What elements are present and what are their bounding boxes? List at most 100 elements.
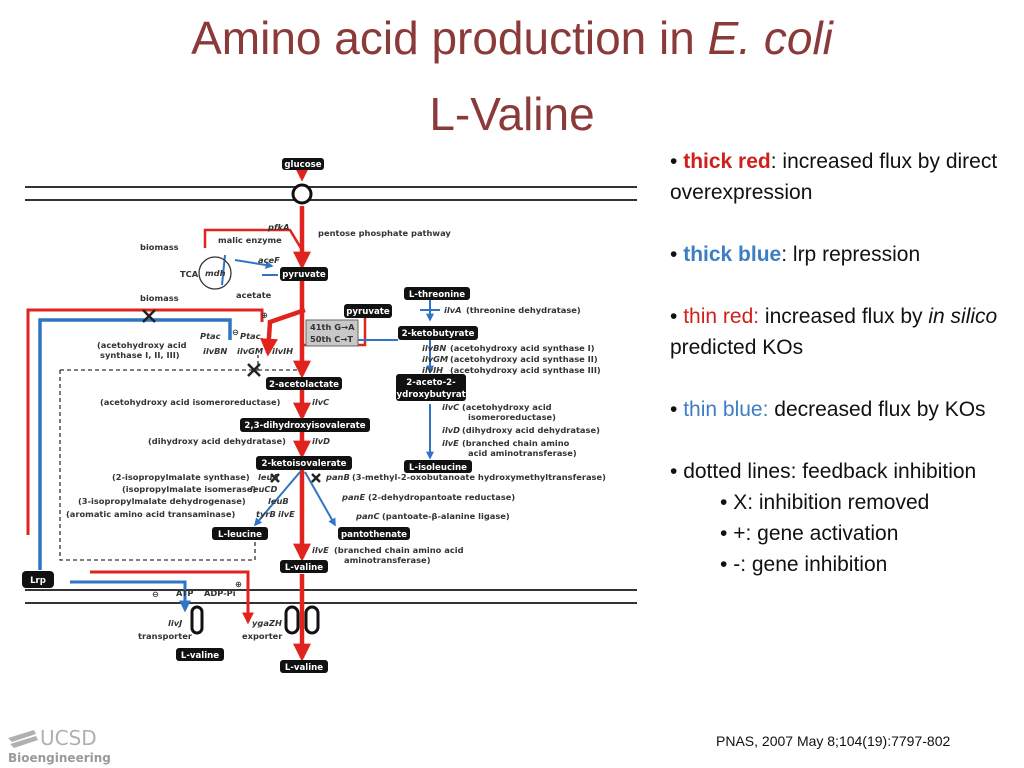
svg-text:⊕: ⊕ xyxy=(261,310,268,320)
svg-text:malic enzyme: malic enzyme xyxy=(218,235,282,245)
legend-desc: : increased flux by direct overexpressio… xyxy=(670,150,998,204)
svg-text:ilvD: ilvD xyxy=(312,436,330,446)
svg-text:leuB: leuB xyxy=(268,496,289,506)
legend-term: thin red: xyxy=(683,305,760,328)
svg-text:synthase I, II, III): synthase I, II, III) xyxy=(100,350,180,360)
svg-text:ATP: ATP xyxy=(176,588,194,598)
metabolite-2-ketoisovalerate: 2-ketoisovalerate xyxy=(256,456,352,470)
svg-text:ilvGM: ilvGM xyxy=(237,346,264,356)
svg-text:biomass: biomass xyxy=(140,242,179,252)
svg-text:(2-dehydropantoate reductase): (2-dehydropantoate reductase) xyxy=(368,492,515,502)
svg-text:panB: panB xyxy=(325,472,350,482)
svg-text:(branched chain amino: (branched chain amino xyxy=(462,438,570,448)
legend-term: thick red xyxy=(683,150,771,173)
legend-item-thin-red: • thin red: increased flux by in silico … xyxy=(670,305,998,359)
gene-knockout-bars xyxy=(262,274,440,311)
cell-membrane-top xyxy=(25,186,637,201)
slide-title-line2: L-Valine xyxy=(429,88,595,140)
svg-text:2-acetolactate: 2-acetolactate xyxy=(269,380,339,390)
svg-text:pyruvate: pyruvate xyxy=(282,270,326,280)
svg-text:ilvIH: ilvIH xyxy=(272,346,293,356)
tca-label: TCA xyxy=(180,269,199,279)
svg-text:Lrp: Lrp xyxy=(30,576,46,586)
svg-text:⊖: ⊖ xyxy=(232,327,239,337)
svg-text:2-ketoisovalerate: 2-ketoisovalerate xyxy=(262,459,347,469)
mutation-box: 41th G→A 50th C→T xyxy=(305,319,359,347)
svg-text:tyrB: tyrB xyxy=(256,509,276,519)
lrp-repression-lines xyxy=(38,254,274,613)
svg-text:(acetohydroxy acid synthase II: (acetohydroxy acid synthase II) xyxy=(450,354,598,364)
svg-text:(acetohydroxy acid isomeroredu: (acetohydroxy acid isomeroreductase) xyxy=(100,397,281,407)
legend-item-thick-red: • thick red: increased flux by direct ov… xyxy=(670,150,998,204)
legend-subitem-x: • X: inhibition removed xyxy=(720,491,930,514)
svg-text:(acetohydroxy acid: (acetohydroxy acid xyxy=(97,340,187,350)
legend-desc: predicted KOs xyxy=(670,336,804,359)
ucsd-bioengineering-logo: UCSD Bioengineering xyxy=(8,726,111,765)
legend-item-dotted: • dotted lines: feedback inhibition xyxy=(670,460,977,483)
metabolite-dihydroxyisovalerate: 2,3-dihydroxyisovalerate xyxy=(240,418,370,432)
lrp-regulator: Lrp xyxy=(22,571,54,588)
tca-cycle: TCA mdh xyxy=(180,256,232,290)
svg-text:ilvE: ilvE xyxy=(312,545,329,555)
svg-text:ilvA: ilvA xyxy=(444,305,462,315)
svg-text:2-aceto-2-: 2-aceto-2- xyxy=(406,378,456,388)
svg-text:ADP-Pi: ADP-Pi xyxy=(204,588,236,598)
svg-text:ilvE: ilvE xyxy=(442,438,459,448)
svg-text:pantothenate: pantothenate xyxy=(341,530,407,540)
svg-text:aceF: aceF xyxy=(258,255,280,265)
svg-text:(acetohydroxy acid synthase I): (acetohydroxy acid synthase I) xyxy=(450,343,595,353)
svg-text:Bioengineering: Bioengineering xyxy=(8,751,111,765)
svg-text:livJ: livJ xyxy=(168,618,182,628)
svg-text:L-valine: L-valine xyxy=(285,563,323,573)
svg-text:L-valine: L-valine xyxy=(285,663,323,673)
svg-text:ilvBN: ilvBN xyxy=(203,346,227,356)
svg-text:(isopropylmalate isomerase): (isopropylmalate isomerase) xyxy=(122,484,256,494)
svg-text:L-threonine: L-threonine xyxy=(409,290,465,300)
svg-text:2-ketobutyrate: 2-ketobutyrate xyxy=(402,329,475,339)
exporter-flux-lines xyxy=(26,308,264,625)
valine-pathway-diagram: TCA mdh glucose pyruvate pyruvate L-thre… xyxy=(22,158,637,673)
title-prefix: Amino acid production in xyxy=(191,12,708,64)
svg-text:(threonine dehydratase): (threonine dehydratase) xyxy=(466,305,581,315)
metabolite-pyruvate-2: pyruvate xyxy=(344,304,392,318)
metabolite-pyruvate: pyruvate xyxy=(280,267,328,281)
svg-text:50th C→T: 50th C→T xyxy=(310,334,353,344)
legend-item-thick-blue: • thick blue: lrp repression xyxy=(670,243,921,266)
svg-text:leuCD: leuCD xyxy=(250,484,277,494)
svg-text:panC: panC xyxy=(355,511,380,521)
metabolite-2-acetolactate: 2-acetolactate xyxy=(266,377,342,390)
metabolite-l-valine-intracellular: L-valine xyxy=(280,560,328,573)
title-organism: E. coli xyxy=(707,12,833,64)
metabolite-l-isoleucine: L-isoleucine xyxy=(404,460,472,473)
svg-text:41th G→A: 41th G→A xyxy=(310,322,355,332)
svg-text:(acetohydroxy acid synthase II: (acetohydroxy acid synthase III) xyxy=(450,365,601,375)
svg-text:ilvGM: ilvGM xyxy=(422,354,449,364)
svg-text:Ptac: Ptac xyxy=(240,331,261,341)
svg-text:(aromatic amino acid transamin: (aromatic amino acid transaminase) xyxy=(66,509,235,519)
legend-desc: : lrp repression xyxy=(781,243,921,266)
metabolite-l-valine-export: L-valine xyxy=(280,660,328,673)
svg-text:(dihydroxy acid dehydratase): (dihydroxy acid dehydratase) xyxy=(148,436,286,446)
legend-panel: • thick red: increased flux by direct ov… xyxy=(670,146,1015,580)
metabolite-glucose: glucose xyxy=(282,158,324,170)
svg-text:(branched chain amino acid: (branched chain amino acid xyxy=(334,545,464,555)
pathway-labels: pfkA pentose phosphate pathway malic enz… xyxy=(66,222,606,641)
svg-text:aminotransferase): aminotransferase) xyxy=(344,555,431,565)
svg-text:acetate: acetate xyxy=(236,290,272,300)
legend-desc: increased flux by xyxy=(759,305,929,328)
svg-text:L-valine: L-valine xyxy=(181,651,219,661)
svg-text:pyruvate: pyruvate xyxy=(346,307,390,317)
metabolite-l-valine-import: L-valine xyxy=(176,648,224,661)
svg-text:ilvC: ilvC xyxy=(442,402,460,412)
metabolite-l-threonine: L-threonine xyxy=(404,287,470,300)
cell-membrane-bottom xyxy=(25,589,637,604)
svg-text:(acetohydroxy acid: (acetohydroxy acid xyxy=(462,402,552,412)
svg-text:biomass: biomass xyxy=(140,293,179,303)
svg-text:L-isoleucine: L-isoleucine xyxy=(409,463,467,473)
glucose-transporter-icon xyxy=(291,183,313,205)
svg-text:exporter: exporter xyxy=(242,631,283,641)
legend-term: thick blue xyxy=(683,243,782,266)
svg-text:isomeroreductase): isomeroreductase) xyxy=(468,412,556,422)
svg-text:ilvIH: ilvIH xyxy=(422,365,443,375)
main-flux-arrows xyxy=(203,163,367,662)
